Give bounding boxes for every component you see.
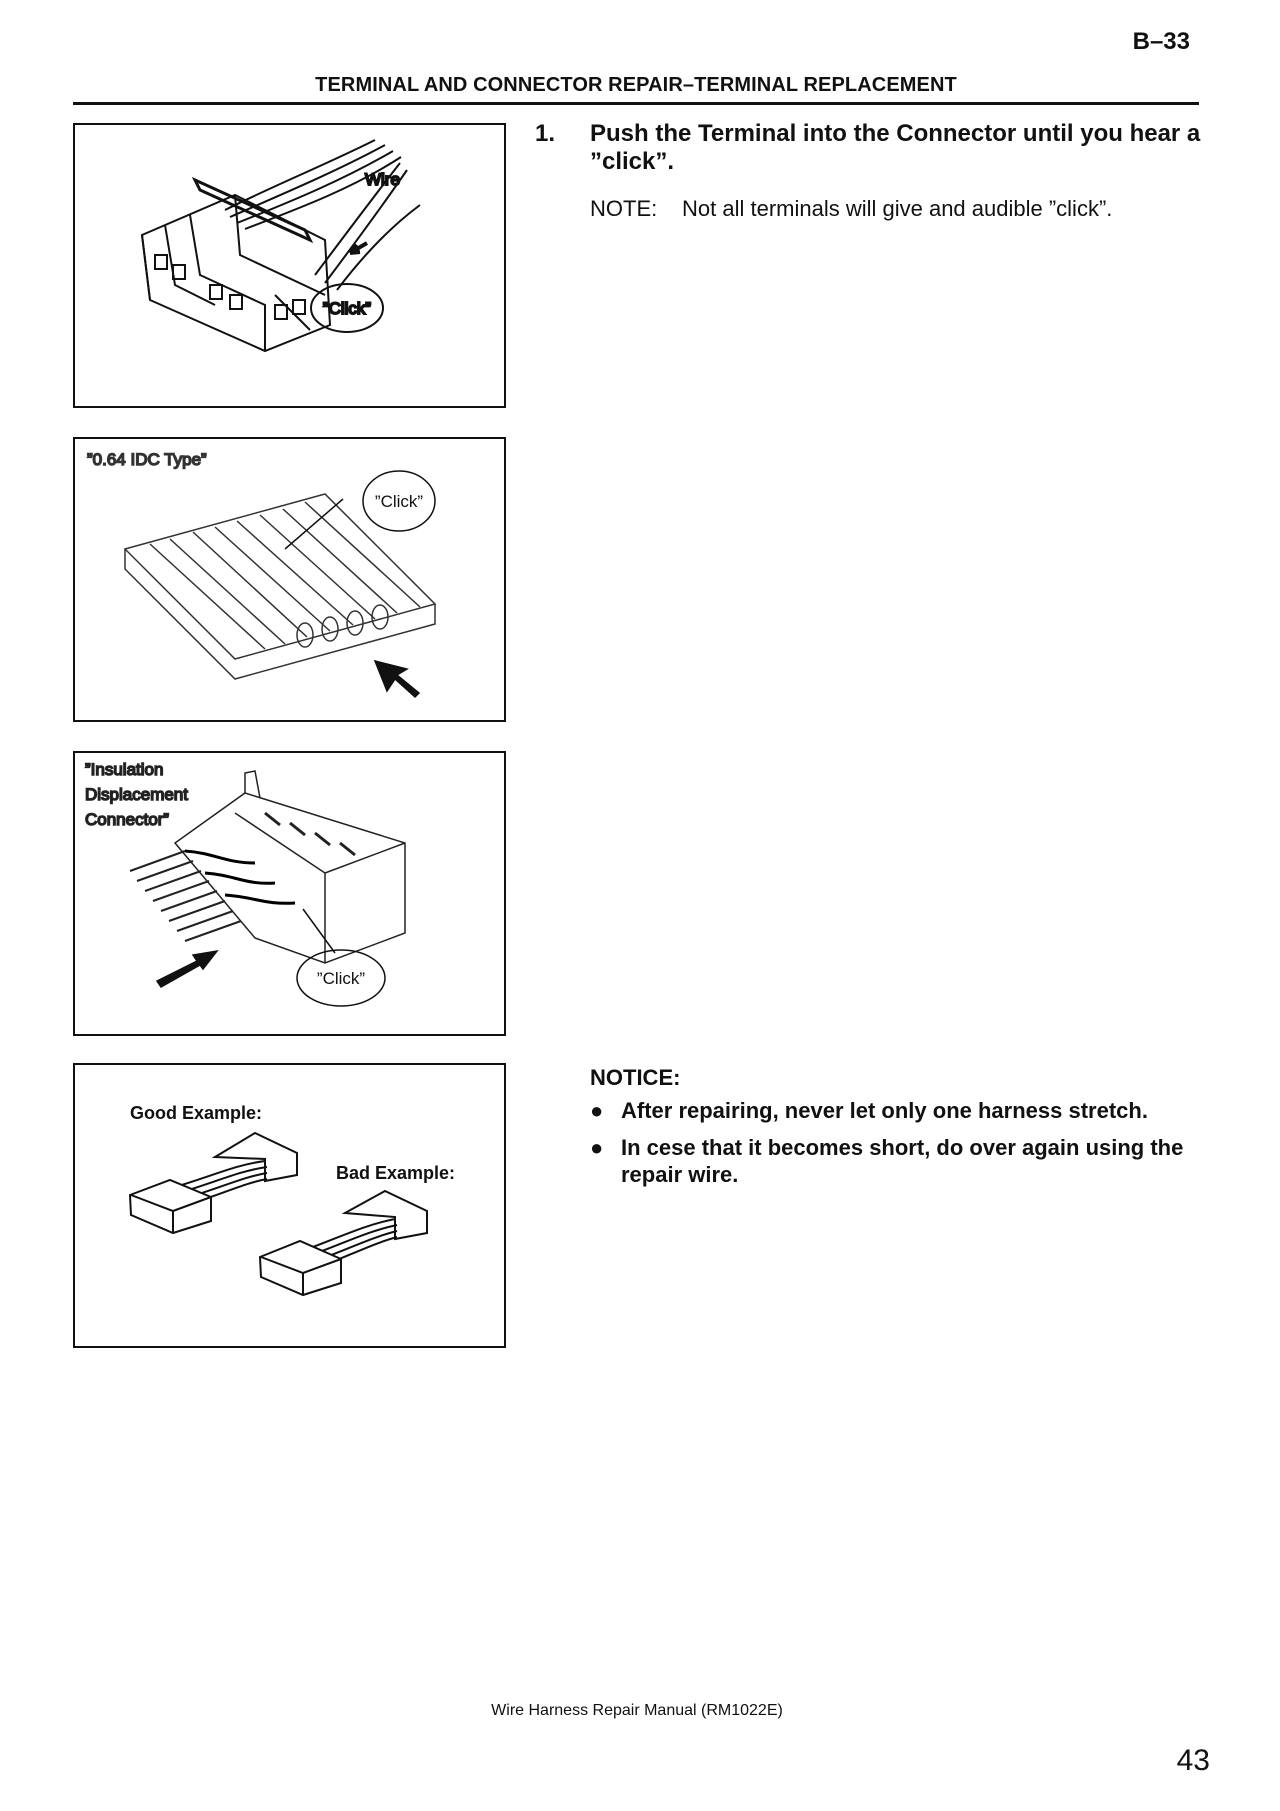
step-text: Push the Terminal into the Connector unt… <box>590 120 1201 175</box>
figure-push-terminal: Wire ”Click” <box>73 123 506 408</box>
idc-connector <box>123 493 437 680</box>
type-label-line-3: Connector” <box>85 810 169 829</box>
click-bubble <box>310 283 384 333</box>
bullet-icon: ● <box>590 1098 604 1123</box>
notice-item-text: In cese that it becomes short, do over a… <box>621 1135 1184 1187</box>
bad-example-harness <box>258 1189 428 1297</box>
click-bubble <box>362 470 436 532</box>
wires <box>129 849 296 942</box>
type-label-line-2: Displacement <box>85 785 188 804</box>
harness-examples-illustration: Good Example: Bad Example: <box>128 1103 455 1297</box>
page-code: B–33 <box>1132 28 1190 55</box>
header-rule <box>73 102 1199 105</box>
wire-label: Wire <box>365 170 400 189</box>
arrow-icon <box>373 659 421 699</box>
figure-insulation-displacement: ”Insulation Displacement Connector” ”Cli… <box>73 751 506 1036</box>
idc-connector-illustration: ”0.64 IDC Type” ”Click” <box>86 449 437 699</box>
bullet-icon: ● <box>590 1135 604 1160</box>
footer-manual-title: Wire Harness Repair Manual (RM1022E) <box>491 1702 783 1719</box>
figure-idc-type: ”0.64 IDC Type” ”Click” <box>73 437 506 722</box>
notice-item: ● After repairing, never let only one ha… <box>590 1097 1210 1124</box>
figure-harness-examples: Good Example: Bad Example: <box>73 1063 506 1348</box>
notice-item: ● In cese that it becomes short, do over… <box>590 1134 1210 1188</box>
notice-item-text: After repairing, never let only one harn… <box>621 1098 1148 1123</box>
arrow-icon <box>155 949 219 988</box>
good-example-harness <box>128 1131 298 1235</box>
idc-connector <box>173 770 406 964</box>
idc-illustration: ”Insulation Displacement Connector” ”Cli… <box>84 759 406 1007</box>
callout-line <box>284 498 344 550</box>
notice-block: NOTICE: ● After repairing, never let onl… <box>590 1064 1210 1188</box>
note-text: Not all terminals will give and audible … <box>682 196 1113 221</box>
page-number: 43 <box>1176 1744 1210 1777</box>
bad-example-label: Bad Example: <box>336 1163 455 1183</box>
click-label: ”Click” <box>323 299 371 318</box>
notice-heading: NOTICE: <box>590 1065 681 1090</box>
connector-illustration: Wire ”Click” <box>140 139 421 353</box>
click-bubble <box>296 949 386 1007</box>
section-title: TERMINAL AND CONNECTOR REPAIR–TERMINAL R… <box>315 74 957 96</box>
note-label: NOTE: <box>590 196 658 221</box>
step-number: 1. <box>535 120 556 147</box>
connector-body <box>140 176 332 353</box>
click-label: ”Click” <box>375 492 423 511</box>
good-example-label: Good Example: <box>130 1103 262 1123</box>
arrow-icon <box>348 241 369 255</box>
click-label: ”Click” <box>317 969 365 988</box>
callout-line <box>274 294 311 331</box>
type-label-line-1: ”Insulation <box>85 760 163 779</box>
callout-line <box>302 908 336 954</box>
idc-type-label: ”0.64 IDC Type” <box>87 450 207 469</box>
step-note: NOTE: Not all terminals will give and aud… <box>590 196 1112 222</box>
